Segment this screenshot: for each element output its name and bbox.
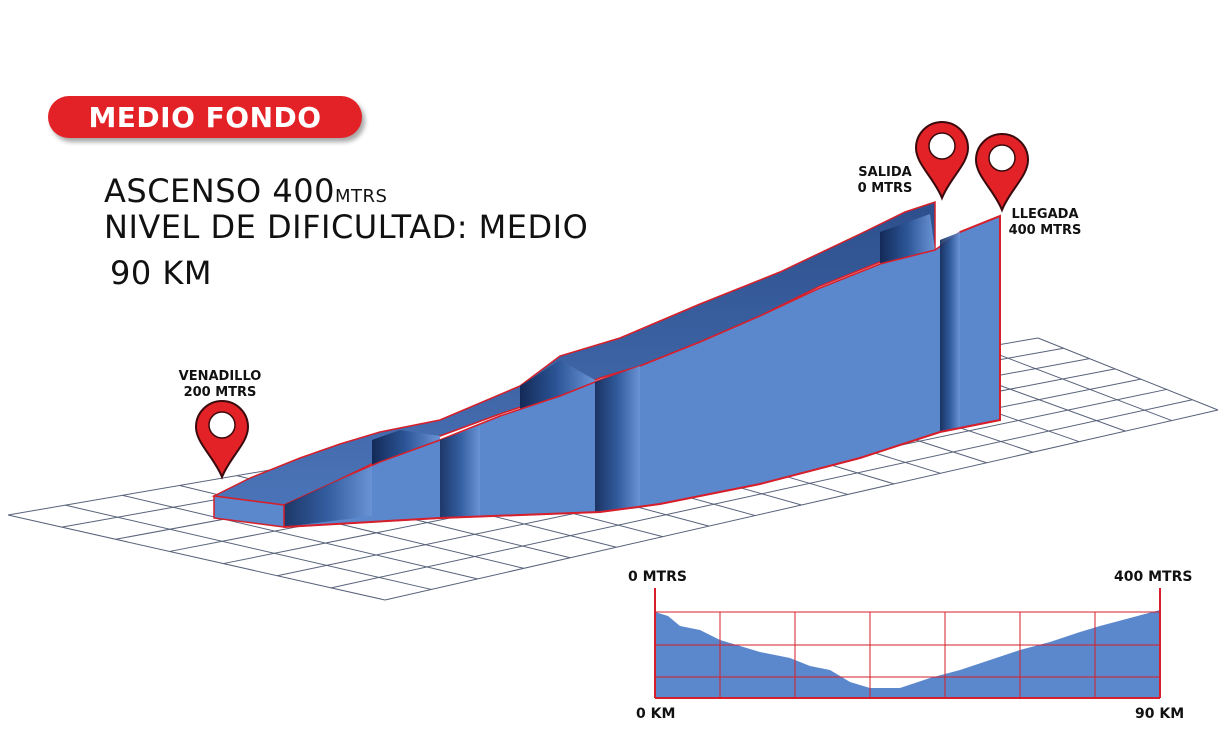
mini-bottom-left-label: 0 KM [636,706,676,722]
map-pin-icon [194,400,250,480]
salida-label: SALIDA 0 MTRS [848,165,922,197]
profile-front-shade-a [284,466,372,527]
route-badge-label: MEDIO FONDO [88,100,322,134]
grid-line [65,504,432,590]
llegada-name: LLEGADA [1011,207,1079,222]
mini-profile-chart [654,588,1161,699]
salida-name: SALIDA [858,165,912,180]
venadillo-altitude: 200 MTRS [183,385,257,400]
mini-profile-grid [655,611,1160,698]
profile-front-shade-b [440,426,480,518]
mini-profile-area [655,610,1160,698]
mini-top-left-label: 0 MTRS [628,569,687,585]
ascent-unit: MTRS [334,186,388,207]
venadillo-name: VENADILLO [178,369,262,384]
map-pin-icon [914,121,970,201]
route-badge: MEDIO FONDO [48,96,362,138]
distance-info: 90 KM [110,254,212,292]
grid-line [122,494,478,580]
venadillo-label: VENADILLO 200 MTRS [174,369,266,401]
llegada-label: LLEGADA 400 MTRS [1004,207,1086,239]
salida-altitude: 0 MTRS [857,181,913,196]
grid-line [384,409,1219,601]
profile-front-face [283,214,1001,528]
grid-line [7,514,386,601]
profile-back-face [211,200,936,506]
grid-line [1037,337,1219,411]
profile-front-shade-c [595,366,640,512]
3d-profile [211,200,1001,528]
difficulty-info: NIVEL DE DIFICULTAD: MEDIO [104,208,589,246]
profile-front-shade-d [940,232,960,432]
mini-top-right-label: 400 MTRS [1114,569,1193,585]
profile-front-outline [283,214,1001,528]
mini-bottom-right-label: 90 KM [1135,706,1185,722]
ascent-info: ASCENSO 400MTRS [104,172,387,210]
llegada-altitude: 400 MTRS [1008,223,1082,238]
ascent-label: ASCENSO 400 [104,172,335,210]
grid-line [331,399,1193,589]
map-pin-icon [974,133,1030,213]
grid-line [980,347,1172,422]
